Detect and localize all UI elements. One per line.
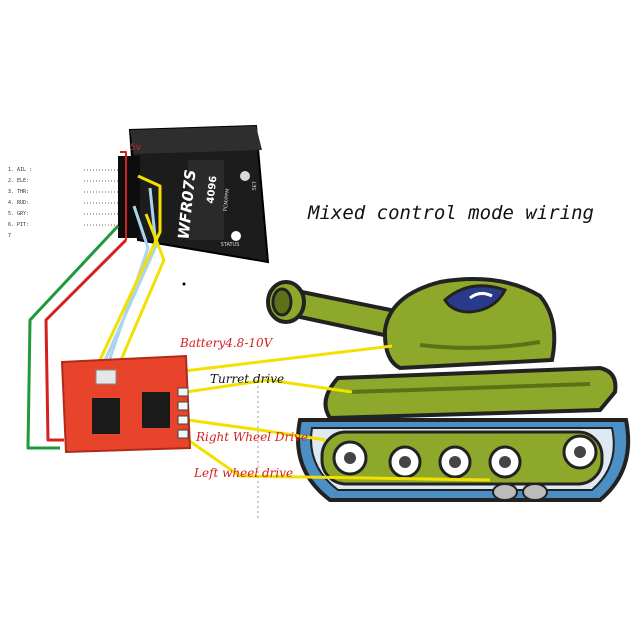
- left-wheel-drive-label: Left wheel drive: [194, 466, 294, 480]
- driver-chip-2: [142, 392, 170, 428]
- channel-label-ail: 1. AIL :: [8, 167, 33, 173]
- tank-wheels: [332, 434, 598, 501]
- wire-yellow-left: [187, 438, 491, 482]
- wire-yellow-turret: [185, 378, 353, 394]
- receiver-small-text: PCM/PPM: [223, 188, 231, 211]
- wire-green: [26, 224, 120, 450]
- channel-label-gry: 5. GRY:: [8, 211, 30, 217]
- turret-drive-label: Turret drive: [210, 372, 285, 386]
- receiver-label-panel: [188, 160, 224, 240]
- driver-chip-1: [92, 398, 120, 434]
- channel-label-ele: 2. ELE:: [8, 178, 30, 184]
- board-connector: [95, 369, 117, 385]
- right-wheel-drive-label: Right Wheel Drive: [196, 430, 308, 444]
- receiver-set-button: [240, 171, 250, 181]
- channel-label-thr: 3. THR:: [8, 189, 30, 195]
- board-terminals: [177, 387, 189, 439]
- receiver: WFR07S 4096 PCM/PPM STATUS SET 5v: [118, 124, 270, 264]
- wire-yellow-1: [66, 174, 162, 429]
- channel-label-rud: 4. RUD:: [8, 200, 30, 206]
- receiver-power-label: 5v: [130, 143, 142, 153]
- controller-board: [60, 354, 192, 454]
- wire-yellow-battery: [175, 344, 393, 374]
- receiver-set-text: SET: [252, 180, 259, 191]
- wire-red-power: [120, 151, 127, 240]
- receiver-pin-header: [118, 156, 140, 238]
- tank-hull: [323, 365, 618, 421]
- wire-yellow-right: [187, 418, 327, 442]
- tank-illustration: [266, 277, 631, 502]
- receiver-sub: 4096: [206, 175, 220, 204]
- channel-leaders: [84, 169, 120, 226]
- tank-turret: [382, 277, 557, 371]
- diagram-title: Mixed control mode wiring: [308, 202, 594, 224]
- channel-label-pit: 6. PIT:: [8, 222, 30, 228]
- receiver-status-text: STATUS: [221, 242, 240, 248]
- wires: [26, 151, 491, 520]
- receiver-status-led: [231, 231, 241, 241]
- wire-red: [44, 238, 128, 442]
- battery-label: Battery4.8-10V: [180, 336, 273, 350]
- channel-label-7: 7: [8, 233, 12, 239]
